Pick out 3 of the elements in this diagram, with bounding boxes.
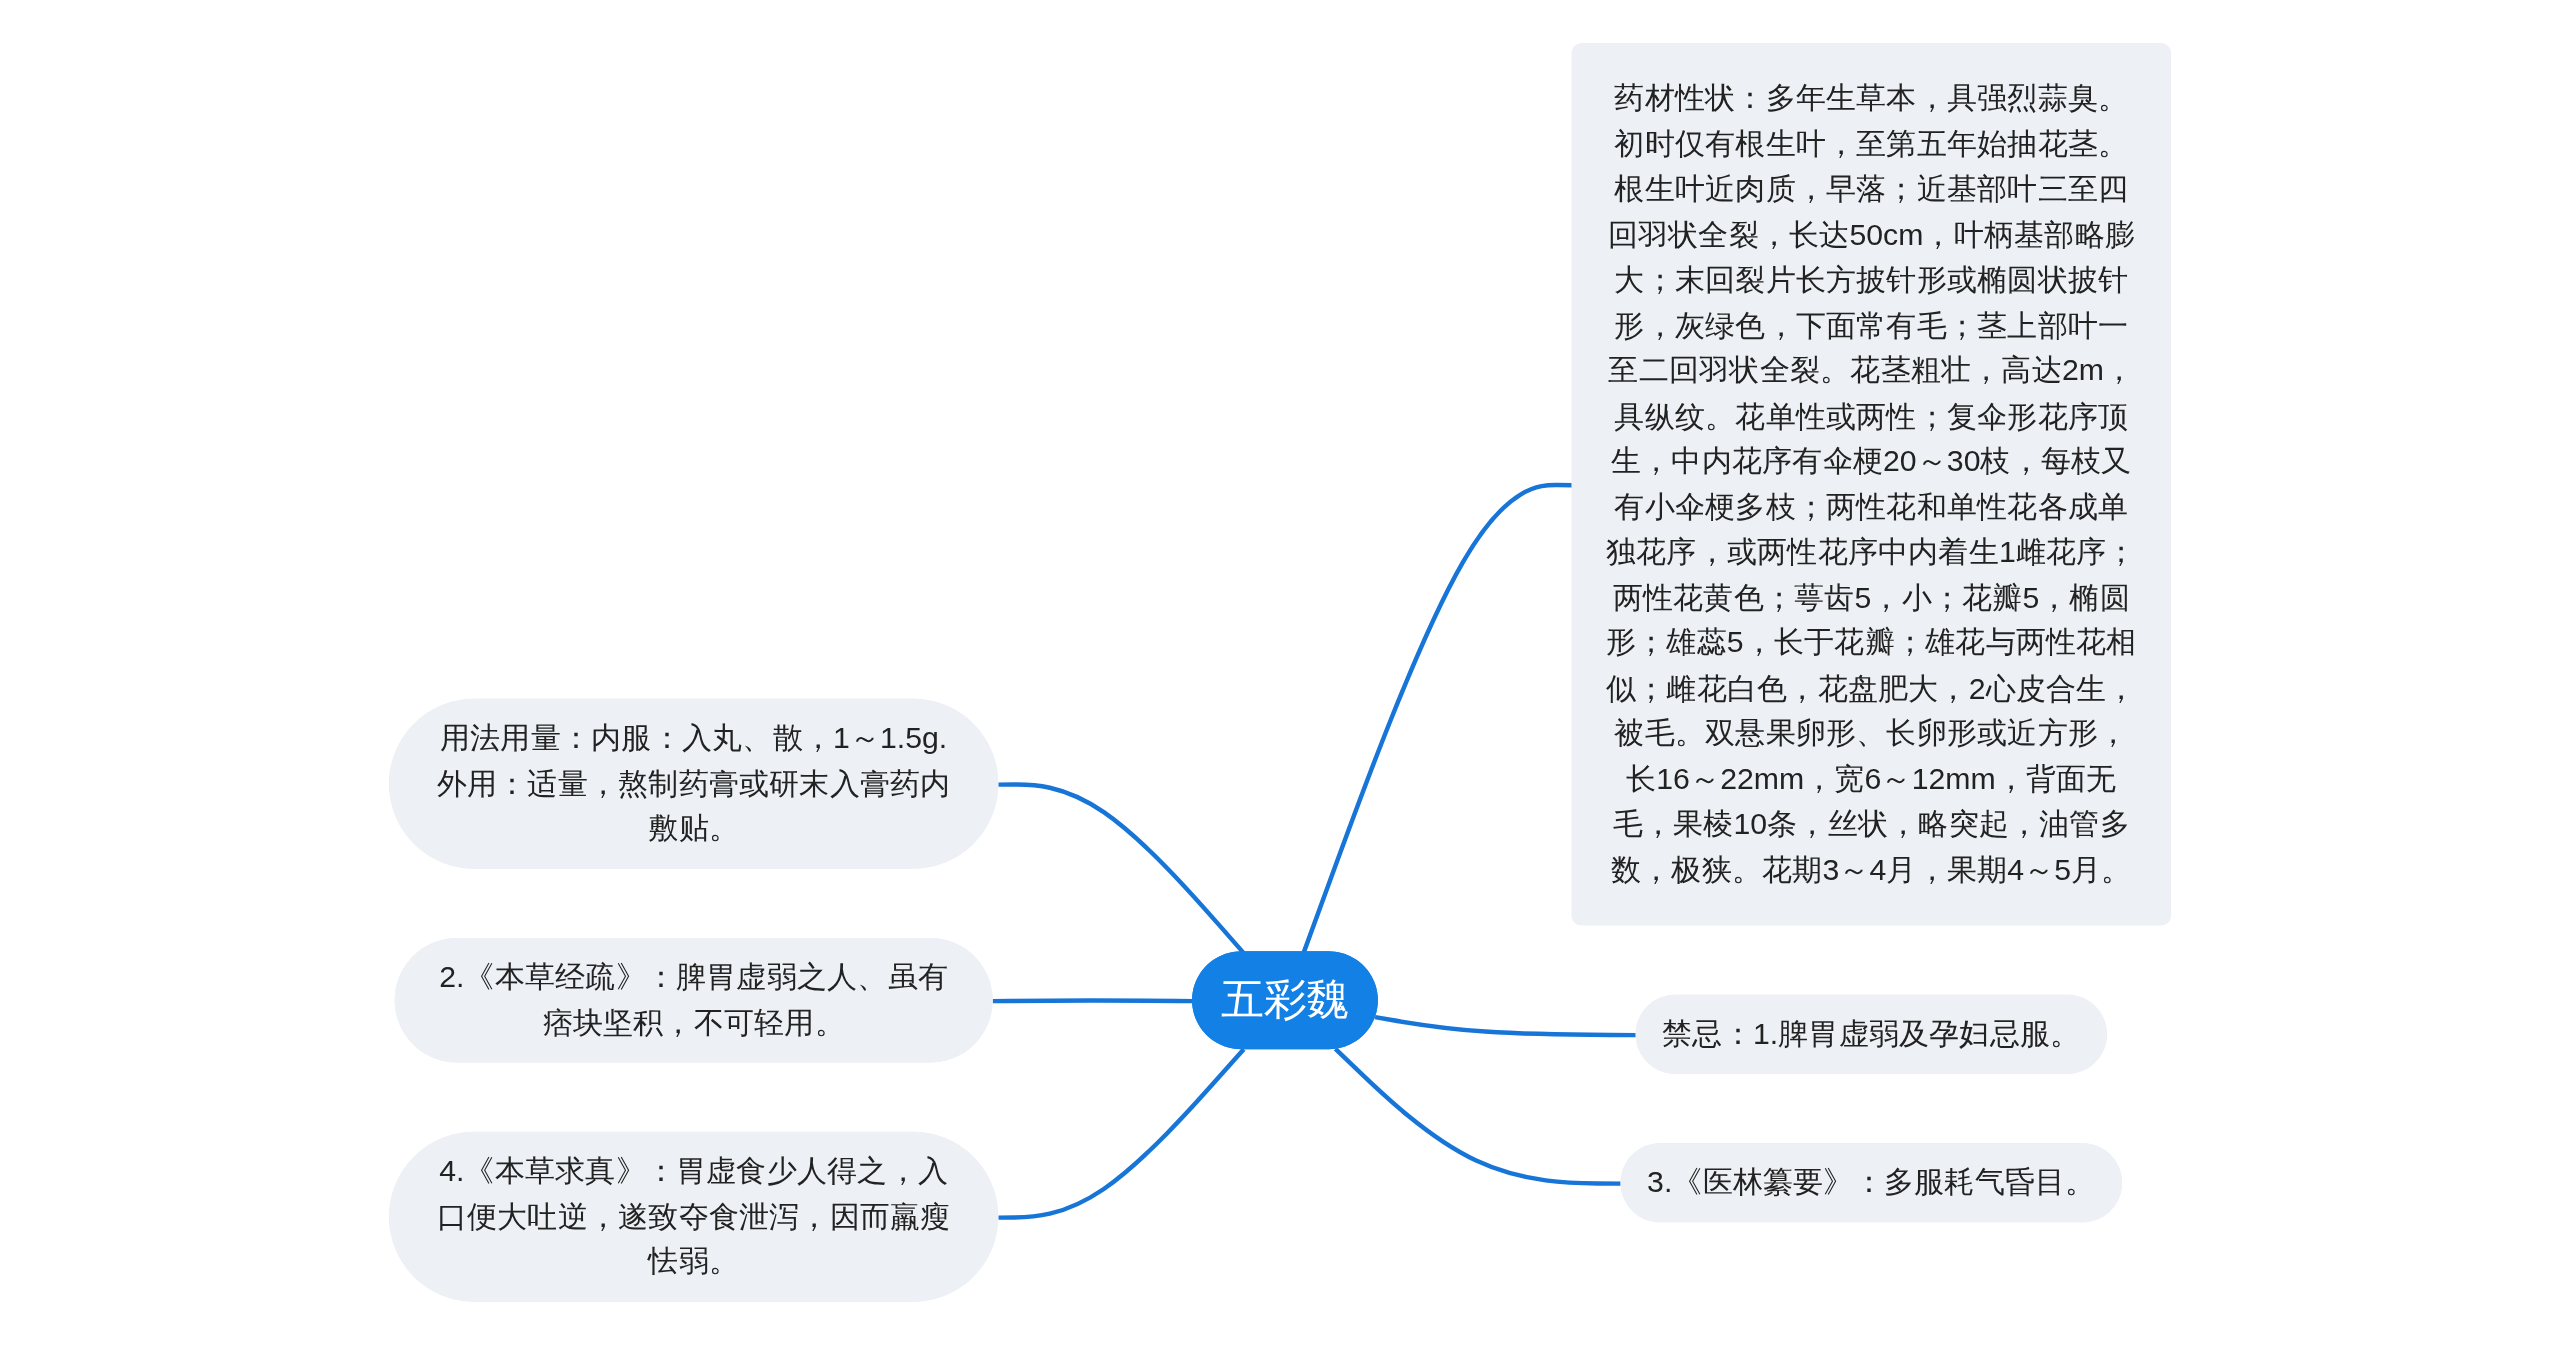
connector (992, 998, 1194, 1004)
connector (998, 1047, 1246, 1220)
connector (1333, 1047, 1623, 1186)
